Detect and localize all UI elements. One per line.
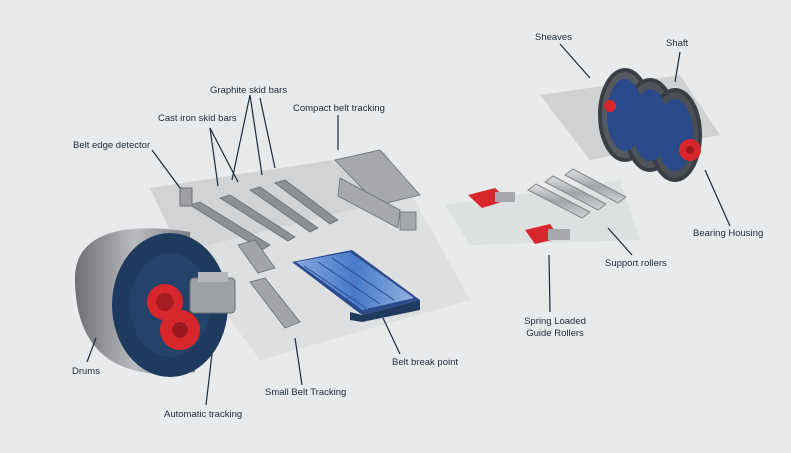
label-cast-iron-skid-bars: Cast iron skid bars [158,113,237,124]
label-sheaves: Sheaves [535,32,572,43]
skid-bars [189,179,339,251]
label-spring-loaded-line1: Spring Loaded [524,316,586,327]
label-support-rollers: Support rollers [605,258,667,269]
label-small-belt-tracking: Small Belt Tracking [265,387,347,398]
belt-edge-detector-part [179,187,193,207]
bearing-housing-part [679,139,701,161]
label-graphite-skid-bars: Graphite skid bars [210,85,288,96]
label-bearing-housing: Bearing Housing [693,228,764,239]
compact-belt-tracking-part [334,149,421,231]
sheaves [598,68,702,182]
label-compact-belt-tracking: Compact belt tracking [293,103,385,114]
label-belt-edge-detector: Belt edge detector [73,140,151,151]
leader-lines [86,43,731,406]
label-drums: Drums [72,366,100,377]
spring-loaded-guide-rollers [468,188,570,244]
support-rollers [445,168,640,245]
label-spring-loaded-guide-rollers: Spring Loaded Guide Rollers [515,316,595,340]
belt-break-point-module [292,250,420,322]
label-spring-loaded-line2: Guide Rollers [526,328,584,339]
gear-motor [160,272,236,350]
label-automatic-tracking: Automatic tracking [164,409,243,420]
label-shaft: Shaft [666,38,689,49]
label-belt-break-point: Belt break point [392,357,459,368]
small-tracking-parts [237,239,301,329]
shaft-part [604,100,616,112]
